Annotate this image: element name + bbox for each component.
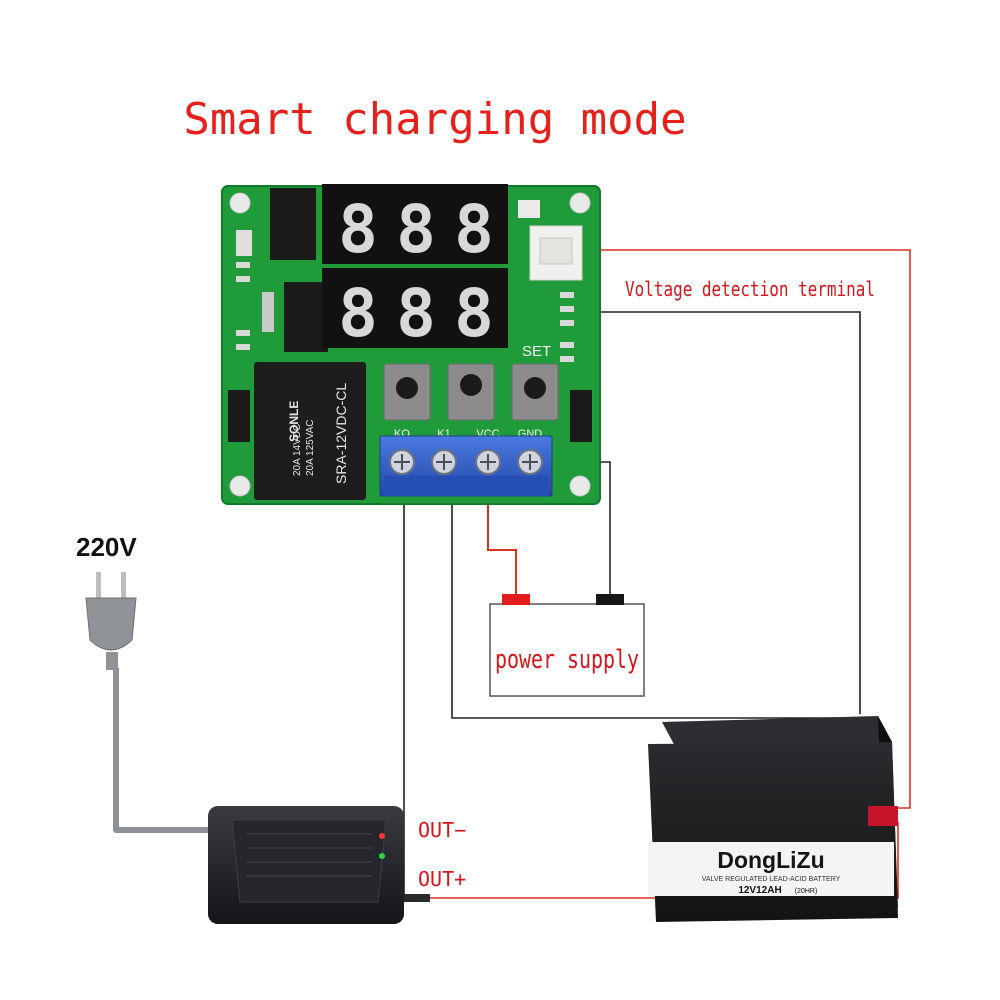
relay: SONLE 20A 14VDC 20A 125VAC SRA-12VDC-CL [254,362,366,500]
screw-terminal-block [379,435,553,497]
power-supply-negative-terminal [596,594,624,605]
display-bottom: 8 8 8 [322,268,508,352]
mains-voltage-label: 220V [76,532,137,562]
diode [228,390,250,442]
display-top: 8 8 8 [322,184,508,268]
voltage-detect-wire-red [582,249,911,809]
display-top-digit-2: 8 [396,191,436,268]
ic-chip [284,282,328,352]
battery-positive-terminal [868,806,898,826]
voltage-detection-label: Voltage detection terminal [625,277,875,301]
charger-cable [113,668,212,833]
relay-rating-1: 20A 14VDC [292,424,303,476]
charger-brick-icon [208,806,430,924]
charger-green-led [379,853,385,859]
pin-header [262,292,274,332]
display-bottom-digit-1: 8 [338,275,378,352]
set-label: SET [522,343,551,360]
relay-brand: SONLE [287,401,301,442]
mount-hole [569,475,591,497]
vcc-wire [487,478,517,594]
out-plus-wire [430,822,899,899]
charger-red-led [379,833,385,839]
out-minus-label: OUT− [418,818,466,842]
power-supply-positive-terminal [502,594,530,605]
battery-spec-note: (20HR) [795,888,818,895]
push-button-3 [511,363,559,421]
voltage-detect-connector [518,200,583,281]
battery-brand: DongLiZu [717,847,824,873]
push-button-1 [383,363,431,421]
controller-board: 8 8 8 8 8 8 SET [221,184,601,505]
battery-subtitle: VALVE REGULATED LEAD-ACID BATTERY [702,876,841,883]
power-supply-label: power supply [495,645,639,675]
diode [570,390,592,442]
push-button-2 [447,363,495,421]
relay-rating-2: 20A 125VAC [305,419,316,476]
ic-chip [270,188,316,260]
display-bottom-digit-3: 8 [454,275,494,352]
eu-plug-icon [85,572,137,670]
mount-hole [229,192,251,214]
relay-model: SRA-12VDC-CL [333,383,349,484]
battery: DongLiZu VALVE REGULATED LEAD-ACID BATTE… [648,716,898,922]
display-top-digit-1: 8 [338,191,378,268]
display-top-digit-3: 8 [454,191,494,268]
voltage-detect-wire-black [585,311,861,714]
display-bottom-digit-2: 8 [396,275,436,352]
power-supply: power supply [489,594,645,697]
page-title: Smart charging mode [183,94,686,145]
out-plus-label: OUT+ [418,867,466,891]
battery-spec: 12V12AH [738,885,781,896]
mount-hole [229,475,251,497]
mount-hole [569,192,591,214]
